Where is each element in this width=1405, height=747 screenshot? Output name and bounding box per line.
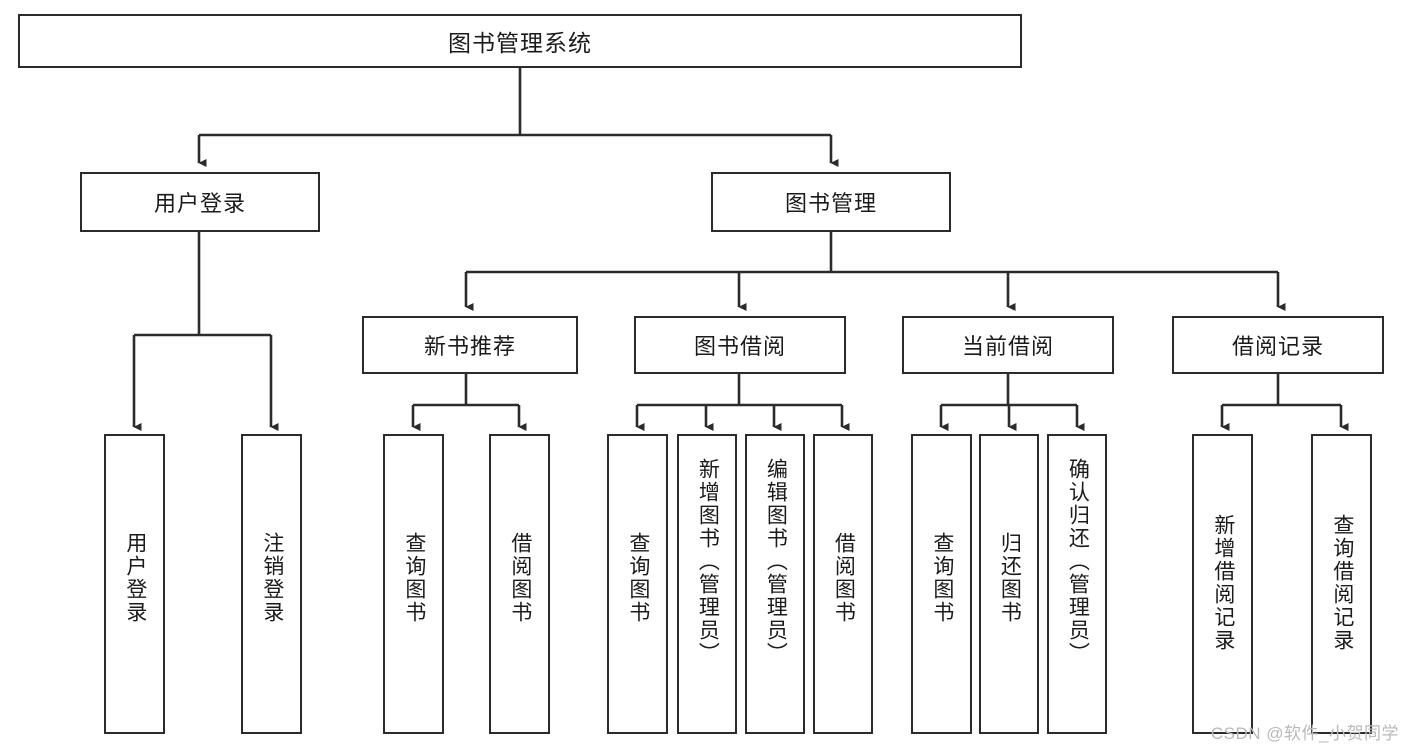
node-borrow-record[interactable]: 借阅记录 xyxy=(1172,316,1384,374)
node-label: 新书推荐 xyxy=(423,334,516,359)
node-label: 借阅记录 xyxy=(1231,334,1324,359)
node-leaf-query-record[interactable]: 查询借阅记录 xyxy=(1311,434,1372,734)
node-label: 借阅图书 xyxy=(508,532,532,624)
node-label: 新增借阅记录 xyxy=(1211,514,1235,652)
node-leaf-query-book-2[interactable]: 查询图书 xyxy=(607,434,668,734)
node-label: 查询图书 xyxy=(626,532,650,624)
node-label: 新增图书（管理员） xyxy=(696,458,720,665)
node-label: 编辑图书（管理员） xyxy=(764,458,788,665)
node-book-borrow[interactable]: 图书借阅 xyxy=(634,316,846,374)
node-current-borrow[interactable]: 当前借阅 xyxy=(902,316,1114,374)
node-leaf-user-login[interactable]: 用户登录 xyxy=(104,434,165,734)
node-leaf-return-book[interactable]: 归还图书 xyxy=(979,434,1039,734)
node-label: 用户登录 xyxy=(153,191,246,216)
node-leaf-edit-book[interactable]: 编辑图书（管理员） xyxy=(745,434,805,734)
node-leaf-query-book-1[interactable]: 查询图书 xyxy=(383,434,444,734)
node-leaf-logout-login[interactable]: 注销登录 xyxy=(241,434,302,734)
node-leaf-query-book-3[interactable]: 查询图书 xyxy=(911,434,972,734)
node-user-login[interactable]: 用户登录 xyxy=(80,172,320,232)
node-label: 当前借阅 xyxy=(961,334,1054,359)
node-label: 确认归还（管理员） xyxy=(1066,458,1090,665)
node-leaf-confirm-return[interactable]: 确认归还（管理员） xyxy=(1047,434,1107,734)
node-label: 借阅图书 xyxy=(832,532,856,624)
node-label: 查询借阅记录 xyxy=(1330,514,1354,652)
node-root-system[interactable]: 图书管理系统 xyxy=(18,14,1022,68)
watermark-text: CSDN @软件_小贺同学 xyxy=(1210,724,1399,743)
node-new-book-recommend[interactable]: 新书推荐 xyxy=(362,316,578,374)
node-book-management[interactable]: 图书管理 xyxy=(711,172,951,232)
node-leaf-add-record[interactable]: 新增借阅记录 xyxy=(1192,434,1253,734)
node-label: 注销登录 xyxy=(260,532,284,624)
node-label: 用户登录 xyxy=(123,532,147,624)
node-label: 图书管理 xyxy=(784,191,877,216)
node-label: 查询图书 xyxy=(930,532,954,624)
node-label: 归还图书 xyxy=(998,532,1022,624)
node-leaf-borrow-book-2[interactable]: 借阅图书 xyxy=(813,434,873,734)
node-label: 查询图书 xyxy=(402,532,426,624)
node-label: 图书借阅 xyxy=(693,334,786,359)
node-label: 图书管理系统 xyxy=(448,30,592,56)
node-leaf-borrow-book-1[interactable]: 借阅图书 xyxy=(489,434,550,734)
node-leaf-add-book[interactable]: 新增图书（管理员） xyxy=(677,434,737,734)
